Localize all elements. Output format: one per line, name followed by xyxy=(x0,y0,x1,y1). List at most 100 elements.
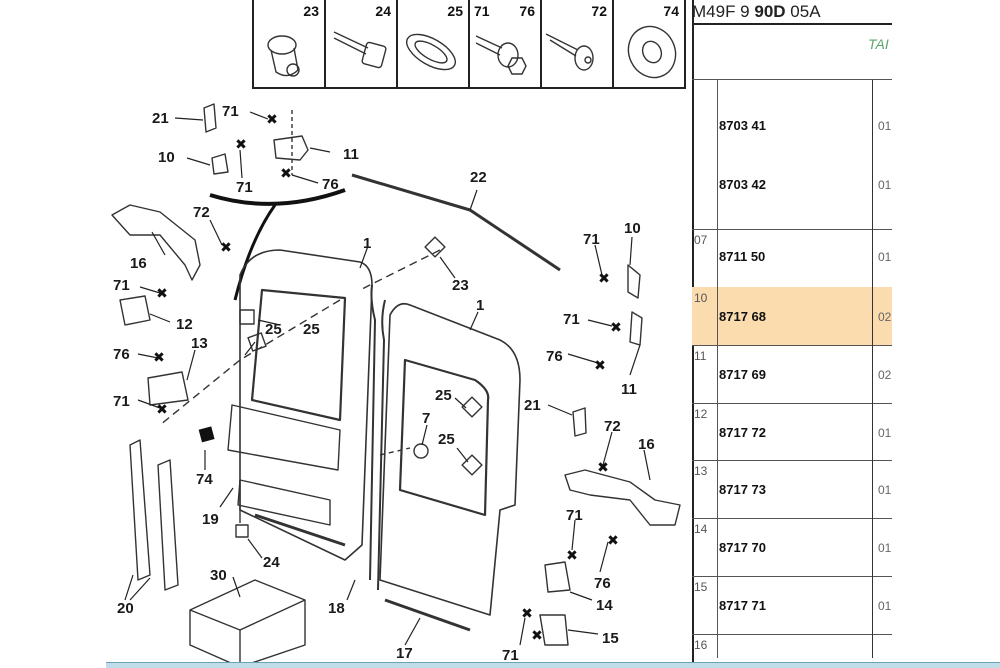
row-part-number: 8717 68 xyxy=(719,309,766,324)
table-column-divider xyxy=(872,80,873,658)
callout-11: 11 xyxy=(621,381,637,398)
callout-76: 76 xyxy=(113,346,130,363)
row-part-number: 8717 71 xyxy=(719,598,766,613)
stopper-7 xyxy=(413,443,429,459)
callout-21: 21 xyxy=(152,110,169,127)
row-index: 07 xyxy=(694,233,708,247)
callout-24: 24 xyxy=(263,554,280,571)
callout-15: 15 xyxy=(602,630,619,647)
callout-72: 72 xyxy=(193,204,210,221)
callout-19: 19 xyxy=(202,511,219,528)
callout-10-highlighted[interactable]: 10 xyxy=(145,139,183,177)
callout-25: 25 xyxy=(265,321,282,338)
pillar-trim-20b xyxy=(157,459,179,591)
bracket-21 xyxy=(203,103,217,133)
diagram-reference: M49F 9 90D 05A xyxy=(692,2,821,22)
row-index: 14 xyxy=(694,522,708,536)
fastener-legend-strip: 23 24 25 71 76 xyxy=(252,0,686,89)
callout-7: 7 xyxy=(422,410,431,427)
grommet-25a xyxy=(247,332,267,352)
hinge-11a xyxy=(273,135,309,161)
left-door-window xyxy=(250,288,347,422)
legend-cell-23[interactable]: 23 xyxy=(254,0,326,87)
square-head-bolt-icon xyxy=(333,31,387,69)
reference-prefix: M49F 9 xyxy=(692,2,750,21)
bracket-21b xyxy=(572,407,587,437)
fastener-marker: ✖ xyxy=(610,320,622,336)
fastener-marker: ✖ xyxy=(266,112,278,128)
legend-number: 24 xyxy=(375,3,391,19)
legend-cell-72[interactable]: 72 xyxy=(542,0,614,87)
row-quantity: 01 xyxy=(878,599,892,613)
callout-20: 20 xyxy=(117,600,134,617)
table-row[interactable]: 11 8717 69 02 xyxy=(692,345,892,404)
callout-14: 14 xyxy=(596,597,613,614)
legend-cell-24[interactable]: 24 xyxy=(326,0,398,87)
callout-16: 16 xyxy=(638,436,655,453)
bottom-scroll-band xyxy=(106,662,1000,668)
row-part-number: 8717 72 xyxy=(719,425,766,440)
fastener-marker: ✖ xyxy=(521,606,533,622)
row-quantity: 01 xyxy=(878,178,892,192)
fastener-marker: ✖ xyxy=(531,628,543,644)
legend-number: 76 xyxy=(519,3,535,19)
row-part-number: 8717 69 xyxy=(719,367,766,382)
exploded-parts-diagram: ✖ ✖ ✖ ✖ ✖ ✖ ✖ ✖ ✖ ✖ ✖ ✖ ✖ ✖ ✖ 21 71 10 7… xyxy=(111,103,681,667)
table-row[interactable]: 16 xyxy=(692,634,892,662)
row-index: 10 xyxy=(694,291,708,305)
row-part-number: 8717 73 xyxy=(719,482,766,497)
row-quantity: 02 xyxy=(878,368,892,382)
hinge-11b xyxy=(629,311,643,346)
callout-21: 21 xyxy=(524,397,541,414)
table-row[interactable]: 15 8717 71 01 xyxy=(692,576,892,635)
check-strap-16a xyxy=(111,204,201,281)
fastener-marker: ✖ xyxy=(280,166,292,182)
legend-number: 71 xyxy=(474,3,490,19)
callout-22: 22 xyxy=(470,169,487,186)
callout-10-highlighted[interactable]: 10 xyxy=(611,210,649,248)
callout-23: 23 xyxy=(452,277,469,294)
callout-25: 25 xyxy=(438,431,455,448)
reference-suffix: 05A xyxy=(790,2,821,21)
row-index: 13 xyxy=(694,464,708,478)
hinge-15 xyxy=(539,614,569,646)
legend-cell-71-76[interactable]: 71 76 xyxy=(470,0,542,87)
hinge-10b xyxy=(627,264,641,299)
row-index: 16 xyxy=(694,638,708,652)
callout-30: 30 xyxy=(210,567,227,584)
grommet-25c xyxy=(461,396,483,418)
legend-cell-25[interactable]: 25 xyxy=(398,0,470,87)
callout-71: 71 xyxy=(113,393,130,410)
row-index: 11 xyxy=(694,349,707,363)
legend-number: 72 xyxy=(591,3,607,19)
callout-74: 74 xyxy=(196,471,213,488)
legend-cell-74[interactable]: 74 xyxy=(614,0,684,87)
fastener-marker: ✖ xyxy=(566,548,578,564)
right-door-panel xyxy=(379,302,521,616)
diagram-drawing: ✖ ✖ ✖ ✖ ✖ ✖ ✖ ✖ ✖ ✖ ✖ ✖ ✖ ✖ ✖ xyxy=(111,103,681,667)
callout-25: 25 xyxy=(303,321,320,338)
bolt-24 xyxy=(235,524,249,538)
table-header-divider xyxy=(692,79,892,80)
row-part-number: 8711 50 xyxy=(719,249,766,264)
row-index: 15 xyxy=(694,580,708,594)
row-part-number: 8703 42 xyxy=(719,177,766,192)
plug-23 xyxy=(424,236,446,258)
table-column-divider xyxy=(717,80,718,658)
callout-71: 71 xyxy=(113,277,130,294)
callout-76: 76 xyxy=(322,176,339,193)
callout-71: 71 xyxy=(583,231,600,248)
fastener-marker: ✖ xyxy=(220,240,232,256)
washer-74 xyxy=(198,426,215,443)
table-header-label: TAI xyxy=(868,36,889,52)
callout-12: 12 xyxy=(176,316,193,333)
rubber-plug-icon xyxy=(267,35,300,77)
flange-screw-icon xyxy=(545,33,594,71)
